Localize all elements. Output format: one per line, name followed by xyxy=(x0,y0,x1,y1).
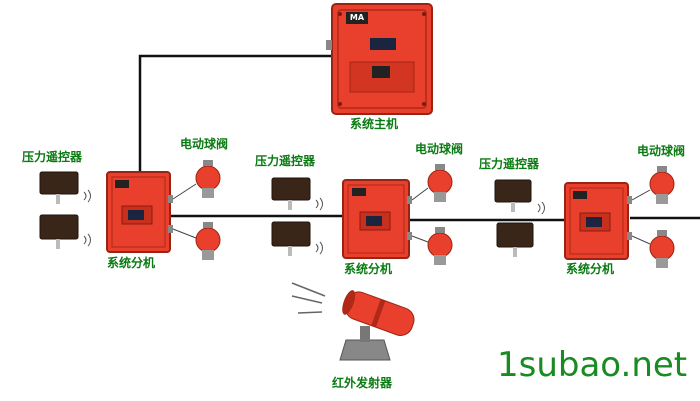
valve-links xyxy=(172,183,651,245)
label-main-unit: 系统主机 xyxy=(350,117,399,131)
infrared-emitter xyxy=(339,290,415,361)
remote-1a xyxy=(39,171,79,195)
cable-main-to-sub1 xyxy=(138,54,332,175)
signal-arcs xyxy=(83,189,545,255)
remote-2b xyxy=(271,221,311,247)
label-sub-unit-2: 系统分机 xyxy=(344,262,393,276)
label-sub-unit-1: 系统分机 xyxy=(107,256,156,270)
ma-badge: MA xyxy=(349,13,365,22)
sub-unit-box-2 xyxy=(342,179,412,259)
label-remote-2: 压力遥控器 xyxy=(255,154,316,168)
remote-3a xyxy=(494,179,532,203)
ball-valves xyxy=(195,160,675,268)
remote-2a xyxy=(271,177,311,201)
remote-stems xyxy=(56,194,517,257)
main-unit-box xyxy=(326,3,433,115)
label-sub-unit-3: 系统分机 xyxy=(566,262,615,276)
sub-unit-box-1 xyxy=(106,171,173,253)
label-remote-3: 压力遥控器 xyxy=(479,157,540,171)
label-valve-2: 电动球阀 xyxy=(415,142,464,156)
remote-3b xyxy=(496,222,534,248)
remote-1b xyxy=(39,214,79,240)
cables xyxy=(138,54,700,222)
sub-unit-box-3 xyxy=(564,182,632,260)
pressure-remotes xyxy=(39,171,534,248)
watermark: 1subao.net xyxy=(497,345,688,385)
label-emitter: 红外发射器 xyxy=(332,376,393,390)
label-valve-3: 电动球阀 xyxy=(637,144,686,158)
label-remote-1: 压力遥控器 xyxy=(22,150,83,164)
label-valve-1: 电动球阀 xyxy=(180,137,229,151)
emitter-beams xyxy=(291,282,326,314)
